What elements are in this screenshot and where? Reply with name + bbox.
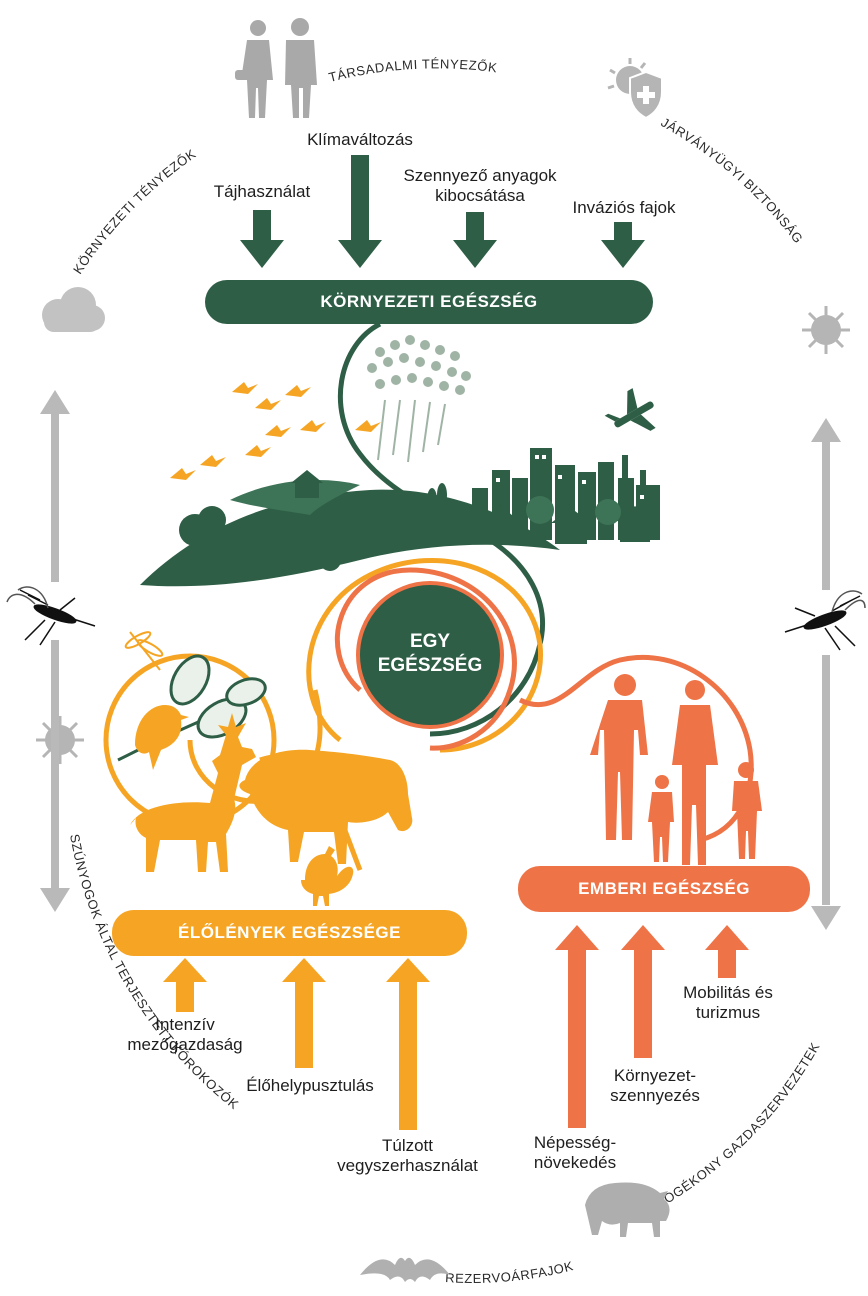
one-health-label: EGY EGÉSZSÉG bbox=[370, 630, 490, 678]
driver-arrow-mobility bbox=[705, 925, 749, 978]
rooster-icon bbox=[301, 846, 354, 906]
driver-label-population: Népesség- növekedés bbox=[515, 1133, 635, 1173]
human-health-title: EMBERI EGÉSZSÉG bbox=[578, 879, 750, 898]
driver-label-pollution: Környezet- szennyezés bbox=[590, 1066, 720, 1106]
driver-label-population-line1: Népesség- bbox=[533, 1133, 617, 1152]
driver-label-drugs-line2: vegyszerhasználat bbox=[337, 1156, 478, 1175]
driver-label-population-line2: növekedés bbox=[533, 1153, 617, 1172]
driver-label-agriculture-line2: mezőgazdaság bbox=[127, 1035, 243, 1054]
driver-label-drugs-line1: Túlzott bbox=[381, 1136, 434, 1155]
environmental-health-title: KÖRNYEZETI EGÉSZSÉG bbox=[320, 292, 538, 311]
driver-label-habitat: Élőhelypusztulás bbox=[246, 1076, 374, 1095]
driver-arrow-invasive bbox=[601, 222, 645, 268]
driver-label-drugs: Túlzott vegyszerhasználat bbox=[315, 1136, 500, 1176]
one-health-line1: EGY bbox=[409, 631, 451, 652]
dragonfly-icon bbox=[124, 631, 164, 671]
ring-label-biosecurity: JÁRVÁNYÜGYI BIZTONSÁG bbox=[659, 115, 807, 247]
cloud-icon bbox=[42, 287, 105, 332]
driver-label-pollution-line2: szennyezés bbox=[610, 1086, 700, 1105]
ring-label-reservoir: REZERVOÁRFAJOK bbox=[445, 1258, 575, 1286]
deer-icon bbox=[130, 713, 256, 872]
driver-arrow-pollutants bbox=[453, 212, 497, 268]
bat-icon bbox=[360, 1257, 450, 1282]
farm-landscape-icon bbox=[140, 470, 560, 587]
driver-label-mobility-line1: Mobilitás és bbox=[683, 983, 773, 1002]
bird-flock-icon bbox=[170, 382, 381, 480]
driver-label-pollutants-line1: Szennyező anyagok bbox=[403, 166, 557, 185]
cow-icon bbox=[239, 749, 413, 864]
airplane-icon bbox=[604, 388, 656, 431]
driver-label-pollution-line1: Környezet- bbox=[613, 1066, 697, 1085]
driver-arrow-agriculture bbox=[163, 958, 207, 1012]
mosquito-icon bbox=[784, 590, 866, 651]
human-health-pill: EMBERI EGÉSZSÉG bbox=[518, 866, 810, 912]
driver-label-agriculture: Intenzív mezőgazdaság bbox=[115, 1015, 255, 1055]
family-icon bbox=[590, 674, 762, 865]
virus-shield-icon bbox=[607, 58, 663, 120]
animal-health-pill: ÉLŐLÉNYEK EGÉSZSÉGE bbox=[112, 910, 467, 956]
left-gray-arrow bbox=[40, 390, 70, 912]
driver-arrow-climate bbox=[338, 155, 382, 268]
driver-arrow-population bbox=[555, 925, 599, 1128]
right-gray-arrow bbox=[811, 418, 841, 930]
ring-label-environmental: KÖRNYEZETI TÉNYEZŐK bbox=[70, 146, 199, 277]
rain-cloud-icon bbox=[367, 335, 471, 463]
mosquito-icon bbox=[6, 586, 96, 646]
one-health-circle bbox=[356, 581, 504, 729]
ring-label-social: TÁRSADALMI TÉNYEZŐK bbox=[327, 56, 498, 85]
driver-label-invasive: Inváziós fajok bbox=[572, 198, 676, 217]
driver-arrow-land-use bbox=[240, 210, 284, 268]
virus-icon bbox=[802, 306, 850, 354]
driver-label-pollutants-line2: kibocsátása bbox=[435, 186, 525, 205]
one-health-line2: EGÉSZSÉG bbox=[377, 655, 483, 676]
driver-label-mobility: Mobilitás és turizmus bbox=[668, 983, 788, 1023]
driver-label-pollutants: Szennyező anyagok kibocsátása bbox=[385, 166, 575, 206]
environmental-health-pill: KÖRNYEZETI EGÉSZSÉG bbox=[205, 280, 653, 324]
driver-arrow-habitat bbox=[282, 958, 326, 1068]
boar-icon bbox=[585, 1182, 670, 1237]
driver-label-mobility-line2: turizmus bbox=[695, 1003, 761, 1022]
ring-label-mosquito-pathogens: SZÚNYOGOK ÁLTAL TERJESZTETT KÓROKOZÓK bbox=[67, 833, 242, 1112]
driver-label-climate: Klímaváltozás bbox=[307, 130, 413, 149]
driver-label-agriculture-line1: Intenzív bbox=[155, 1015, 215, 1034]
animal-health-title: ÉLŐLÉNYEK EGÉSZSÉGE bbox=[178, 923, 401, 942]
songbird-icon bbox=[135, 705, 189, 770]
driver-arrow-pollution bbox=[621, 925, 665, 1058]
people-icon bbox=[235, 18, 317, 118]
driver-arrow-drugs bbox=[386, 958, 430, 1130]
driver-label-land-use: Tájhasználat bbox=[213, 182, 311, 201]
leaf-branch-icon bbox=[117, 654, 267, 762]
city-icon bbox=[472, 448, 660, 544]
virus-icon bbox=[36, 716, 84, 764]
